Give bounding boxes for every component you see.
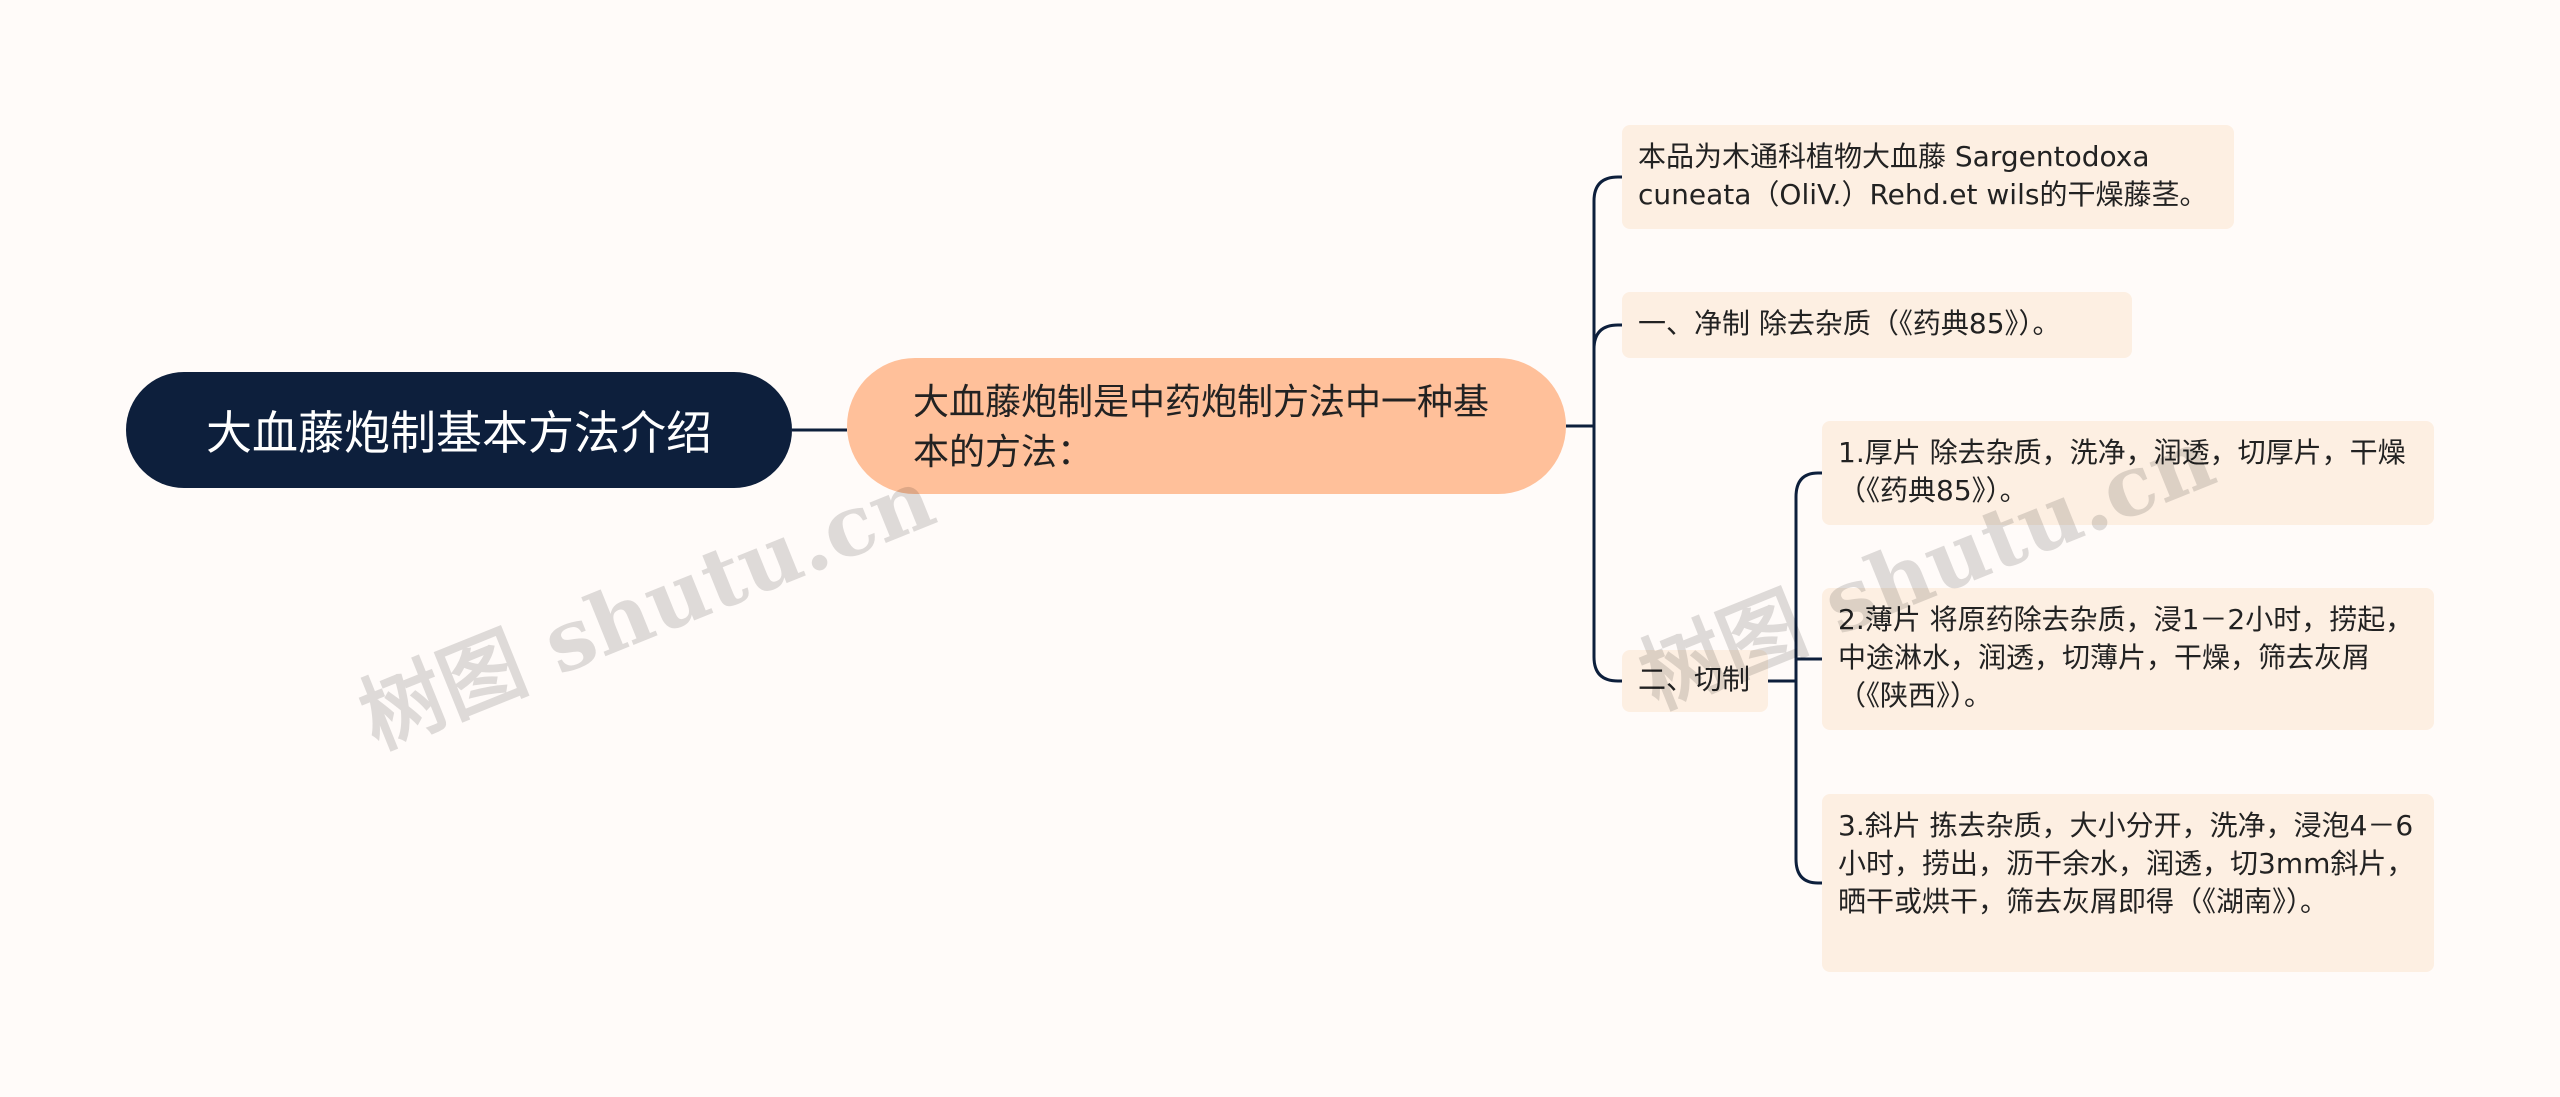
connector-branch-cleaning (1592, 323, 1622, 426)
cutting-item-label: 1.厚片 除去杂质，洗净，润透，切厚片，干燥（《药典85》）。 (1838, 436, 2406, 507)
cleaning-label: 一、净制 除去杂质（《药典85》）。 (1638, 307, 2061, 340)
cutting-item-label: 3.斜片 拣去杂质，大小分开，洗净，浸泡4－6小时，捞出，沥干余水，润透，切3m… (1838, 809, 2415, 918)
main-topic-node[interactable]: 大血藤炮制是中药炮制方法中一种基本的方法： (847, 358, 1566, 494)
cutting-label: 二、切制 (1638, 663, 1751, 696)
connector-branch-cutting (1592, 426, 1622, 683)
connector-branch-intro (1592, 175, 1622, 426)
cutting-item-label: 2.薄片 将原药除去杂质，浸1－2小时，捞起，中途淋水，润透，切薄片，干燥，筛去… (1838, 603, 2414, 712)
cutting-item-thick-slice[interactable]: 1.厚片 除去杂质，洗净，润透，切厚片，干燥（《药典85》）。 (1822, 421, 2434, 525)
connector-item-1 (1794, 471, 1822, 681)
intro-node[interactable]: 本品为木通科植物大血藤 Sargentodoxa cuneata（OliV.）R… (1622, 125, 2234, 229)
cutting-item-oblique-slice[interactable]: 3.斜片 拣去杂质，大小分开，洗净，浸泡4－6小时，捞出，沥干余水，润透，切3m… (1822, 794, 2434, 972)
intro-label: 本品为木通科植物大血藤 Sargentodoxa cuneata（OliV.）R… (1638, 140, 2208, 211)
root-node[interactable]: 大血藤炮制基本方法介绍 (126, 372, 792, 488)
cleaning-node[interactable]: 一、净制 除去杂质（《药典85》）。 (1622, 292, 2132, 358)
main-topic-label: 大血藤炮制是中药炮制方法中一种基本的方法： (913, 382, 1490, 473)
cutting-item-thin-slice[interactable]: 2.薄片 将原药除去杂质，浸1－2小时，捞起，中途淋水，润透，切薄片，干燥，筛去… (1822, 588, 2434, 730)
cutting-node[interactable]: 二、切制 (1622, 650, 1768, 712)
connector-item-2 (1794, 657, 1822, 681)
root-node-label: 大血藤炮制基本方法介绍 (206, 406, 712, 460)
connector-item-3 (1794, 681, 1822, 885)
